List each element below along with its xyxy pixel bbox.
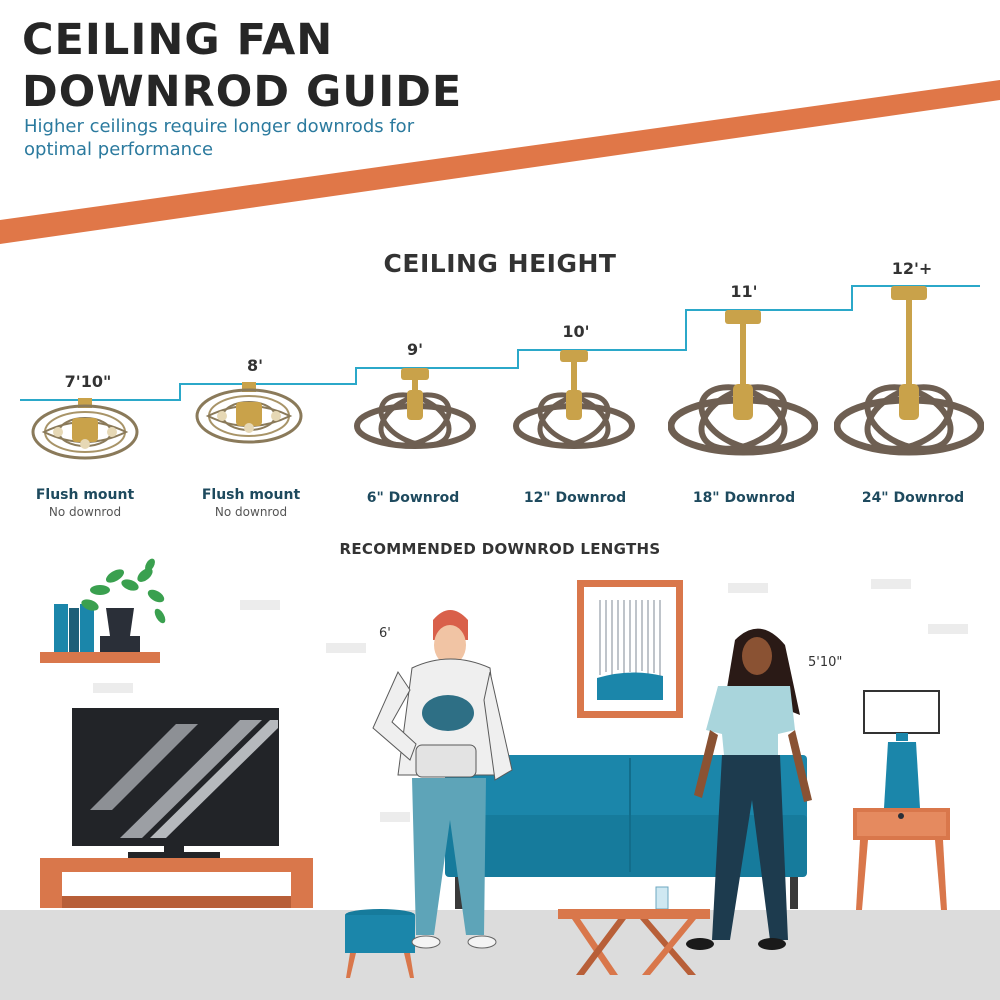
mount-note-8ft: No downrod bbox=[214, 505, 288, 519]
floor bbox=[0, 910, 1000, 1000]
ceiling-height-heading: CEILING HEIGHT bbox=[383, 249, 617, 278]
height-label-8ft: 8' bbox=[246, 356, 264, 375]
height-label-9ft: 9' bbox=[406, 340, 424, 359]
man-height-label: 6' bbox=[379, 626, 391, 641]
height-label-10ft: 10' bbox=[562, 322, 590, 341]
recommended-downrod-heading: RECOMMENDED DOWNROD LENGTHS bbox=[339, 540, 661, 558]
man-figure bbox=[372, 610, 513, 949]
wall-shelf bbox=[40, 558, 166, 663]
mount-label-12ft-plus: 24" Downrod bbox=[861, 490, 965, 506]
tv-stand bbox=[40, 858, 313, 908]
side-table bbox=[853, 808, 950, 910]
coffee-table bbox=[558, 886, 710, 975]
plant-leaves-icon bbox=[81, 558, 166, 624]
ribbon-blade-fan-icon bbox=[668, 310, 818, 456]
mount-note-7ft10: No downrod bbox=[48, 505, 122, 519]
height-label-11ft: 11' bbox=[730, 282, 758, 301]
accent-stripe bbox=[0, 80, 1000, 244]
page-title: CEILING FAN DOWNROD GUIDE bbox=[22, 14, 462, 118]
ribbon-blade-fan-icon bbox=[834, 286, 984, 456]
table-lamp bbox=[863, 690, 940, 808]
ribbon-blade-fan-icon bbox=[513, 350, 635, 449]
tv-set bbox=[72, 708, 279, 858]
woman-height-label: 5'10" bbox=[808, 655, 843, 670]
mount-label-10ft: 12" Downrod bbox=[523, 490, 627, 506]
mount-label-7ft10: Flush mount bbox=[35, 487, 135, 503]
wall-brick-marks bbox=[93, 579, 968, 822]
woman-figure bbox=[686, 628, 812, 950]
wall-art bbox=[577, 580, 683, 718]
page-subtitle: Higher ceilings require longer downrods … bbox=[24, 116, 415, 160]
height-label-12ft-plus: 12'+ bbox=[891, 259, 933, 278]
page-title-line-2: DOWNROD GUIDE bbox=[22, 67, 463, 117]
height-label-7ft10: 7'10" bbox=[64, 372, 112, 391]
mount-label-9ft: 6" Downrod bbox=[366, 490, 460, 506]
page-title-line-1: CEILING FAN bbox=[22, 15, 334, 65]
ribbon-blade-fan-icon bbox=[354, 368, 476, 449]
ceiling-step-line bbox=[20, 285, 980, 401]
ottoman bbox=[345, 909, 415, 978]
caged-flush-fan-icon bbox=[31, 398, 139, 460]
caged-flush-fan-icon bbox=[195, 382, 303, 444]
mount-label-11ft: 18" Downrod bbox=[692, 490, 796, 506]
mount-label-8ft: Flush mount bbox=[201, 487, 301, 503]
